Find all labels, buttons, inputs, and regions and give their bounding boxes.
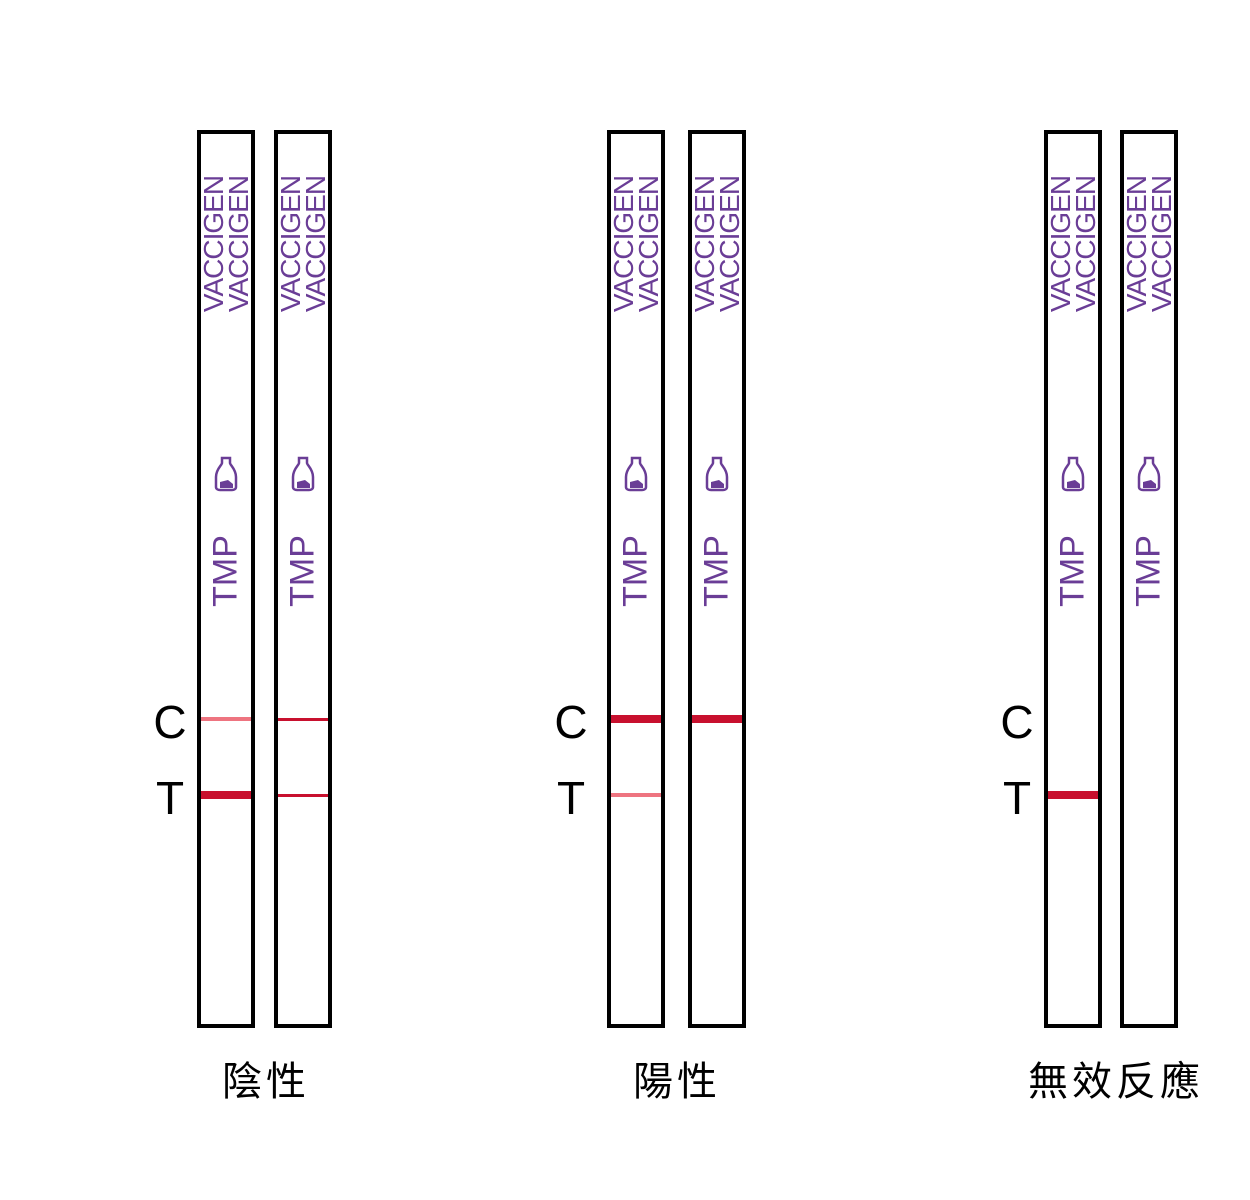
test-name: TMP (697, 535, 736, 607)
test-name: TMP (1053, 535, 1092, 607)
control-line-label: C (1000, 696, 1034, 748)
control-line-label: C (153, 696, 187, 748)
test-name: TMP (1129, 535, 1168, 607)
result-group-label: 無效反應 (1028, 1060, 1204, 1104)
control-band-strong (611, 715, 661, 723)
test-band-strong (1048, 791, 1098, 799)
control-band-strong (692, 715, 742, 723)
test-line-label: T (1002, 772, 1032, 824)
test-band-thin (278, 793, 328, 797)
control-band-thin (278, 717, 328, 721)
test-name: TMP (206, 535, 245, 607)
sample-bottle-icon (705, 456, 729, 492)
sample-bottle-icon (624, 456, 648, 492)
test-name: TMP (283, 535, 322, 607)
sample-bottle-icon (214, 456, 238, 492)
test-band-strong (201, 791, 251, 799)
sample-bottle-icon (1061, 456, 1085, 492)
test-line-label: T (556, 772, 586, 824)
control-line-label: C (554, 696, 588, 748)
result-group-label: 陰性 (222, 1060, 310, 1104)
test-line-label: T (155, 772, 185, 824)
test-band-faint (611, 793, 661, 797)
sample-bottle-icon (1137, 456, 1161, 492)
sample-bottle-icon (291, 456, 315, 492)
test-name: TMP (616, 535, 655, 607)
result-group-label: 陽性 (633, 1060, 721, 1104)
control-band-faint (201, 717, 251, 721)
